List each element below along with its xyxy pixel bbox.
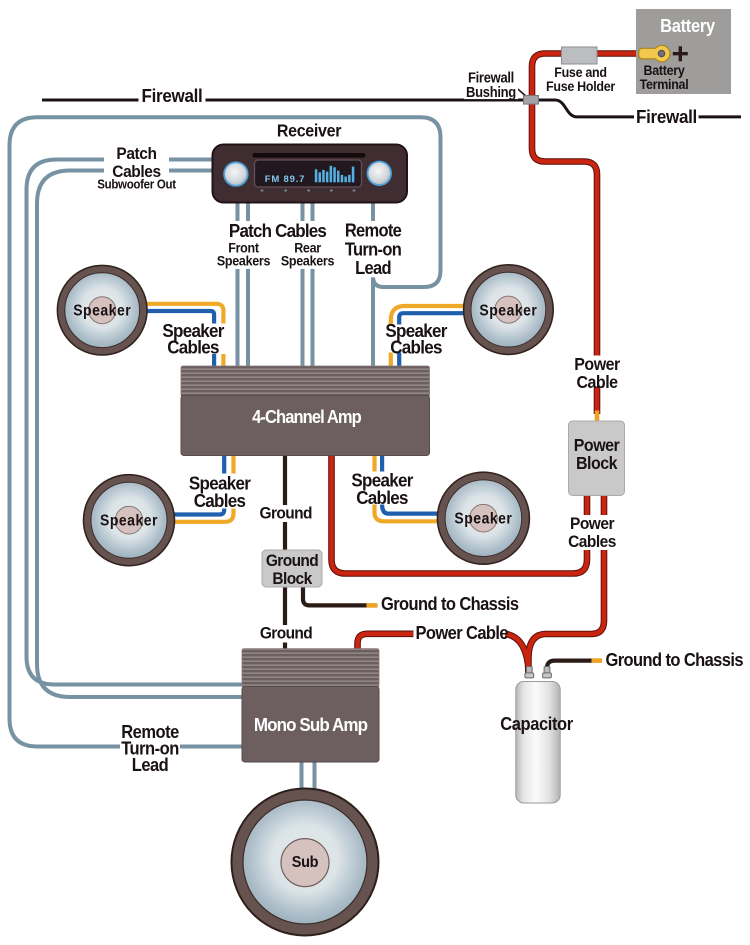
svg-text:FM 89.7: FM 89.7 (265, 174, 305, 185)
